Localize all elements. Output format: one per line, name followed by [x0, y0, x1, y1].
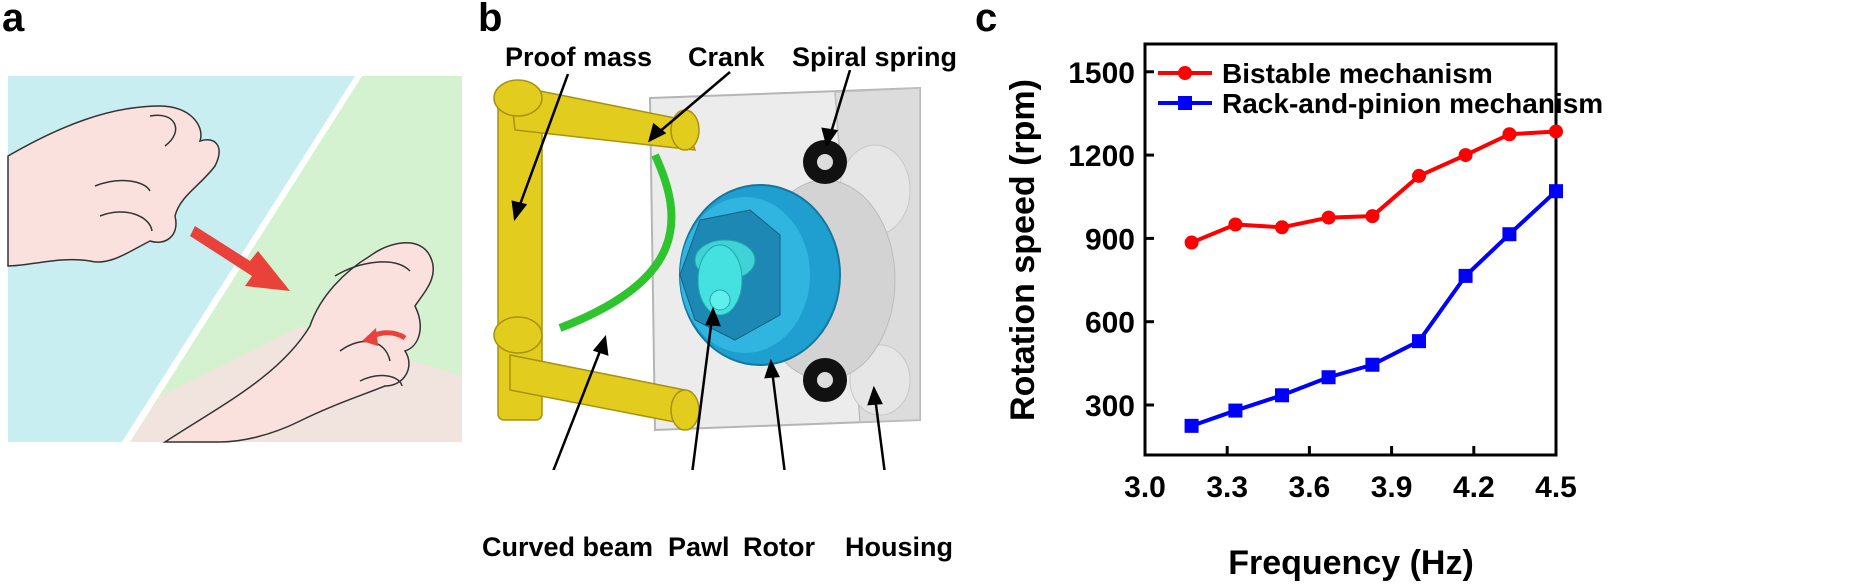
rack-and-pinion-point: [1184, 418, 1199, 433]
bistable-point: [1458, 148, 1473, 163]
y-axis-label: Rotation speed (rpm): [1004, 79, 1042, 421]
snap-arrow-head: [362, 328, 378, 346]
hand-snap-illustration: [7, 76, 462, 443]
y-tick-label: 1200: [1068, 140, 1135, 173]
rack-and-pinion-point: [1275, 388, 1289, 403]
x-tick-label: 3.6: [1289, 471, 1331, 504]
x-tick-label: 3.3: [1206, 471, 1248, 504]
label-spiral-spring: Spiral spring: [792, 42, 958, 72]
bistable-point: [1365, 209, 1380, 224]
label-crank: Crank: [688, 42, 765, 72]
bistable-point: [1184, 235, 1199, 250]
annotation-arrows: [511, 70, 886, 470]
bistable-point: [1549, 124, 1563, 139]
hand-after-snap: [162, 242, 435, 443]
curved-beam: [558, 153, 676, 332]
panel-a-letter: a: [2, 0, 25, 40]
bistable-point: [1228, 217, 1243, 232]
legend-marker: [1178, 96, 1192, 110]
bistable-point: [1412, 168, 1426, 183]
panel-b-letter: b: [478, 0, 503, 40]
rack-and-pinion-point: [1228, 403, 1243, 418]
y-tick-label: 600: [1085, 307, 1135, 340]
label-proof-mass: Proof mass: [505, 42, 653, 72]
hand-before-snap: [7, 105, 220, 267]
y-tick-label: 300: [1085, 390, 1135, 423]
legend-label: Rack-and-pinion mechanism: [1222, 88, 1603, 119]
rack-and-pinion-point: [1321, 370, 1336, 385]
panel-c-letter: c: [975, 0, 998, 40]
x-tick-label: 3.0: [1124, 471, 1166, 504]
y-tick-label: 1500: [1068, 57, 1135, 90]
rack-and-pinion-point: [1412, 334, 1426, 349]
y-tick-label: 900: [1085, 223, 1135, 256]
rack-and-pinion-point: [1365, 357, 1380, 372]
rack-and-pinion-point: [1502, 227, 1517, 242]
bistable-point: [1502, 127, 1517, 142]
x-tick-label: 3.9: [1371, 471, 1413, 504]
motion-arrow: [190, 226, 290, 291]
label-rotor: Rotor: [743, 532, 815, 562]
x-tick-label: 4.5: [1535, 471, 1577, 504]
rack-and-pinion-point: [1458, 268, 1473, 283]
rack-and-pinion-point: [1549, 184, 1563, 199]
legend-marker: [1178, 66, 1192, 80]
legend-label: Bistable mechanism: [1222, 58, 1493, 89]
bistable-point: [1321, 210, 1336, 225]
rotation-speed-chart: 3.0 3.3 3.6 3.9 4.2 4.5 300 600 900 1200 1500 Bis…: [1004, 42, 1603, 582]
label-curved-beam: Curved beam: [482, 532, 654, 562]
plot-frame: [1143, 42, 1558, 457]
bistable-point: [1275, 220, 1289, 235]
mechanism-diagram: [493, 70, 921, 470]
label-housing: Housing: [845, 532, 953, 562]
x-axis-label: Frequency (Hz): [1228, 544, 1474, 582]
label-pawl: Pawl: [668, 532, 730, 562]
series-line-bistable: [1190, 129, 1557, 245]
x-tick-label: 4.2: [1453, 471, 1495, 504]
